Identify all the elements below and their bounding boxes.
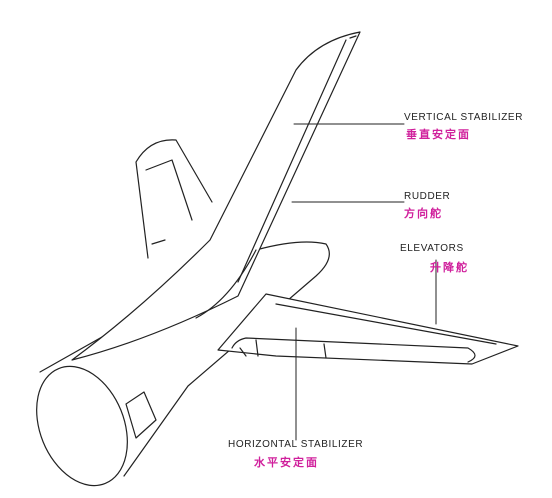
fuselage-nose-fairing [195, 249, 257, 319]
label-vertical-stabilizer: VERTICAL STABILIZER [404, 112, 524, 123]
left-horizontal-stabilizer [135, 139, 213, 259]
label-elevators: ELEVATORS [400, 243, 464, 254]
tail-cone-opening [36, 365, 157, 487]
label-vertical-stabilizer-zh: 垂直安定面 [406, 128, 471, 141]
leader-lines [291, 123, 437, 441]
right-horizontal-stabilizer [217, 293, 519, 365]
label-rudder-zh: 方向舵 [404, 207, 443, 220]
label-horizontal-stabilizer: HORIZONTAL STABILIZER [228, 439, 364, 450]
vertical-stabilizer [71, 31, 361, 361]
label-elevators-zh: 升降舵 [430, 261, 469, 274]
label-rudder: RUDDER [404, 191, 451, 202]
label-horizontal-stabilizer-zh: 水平安定面 [254, 456, 319, 469]
